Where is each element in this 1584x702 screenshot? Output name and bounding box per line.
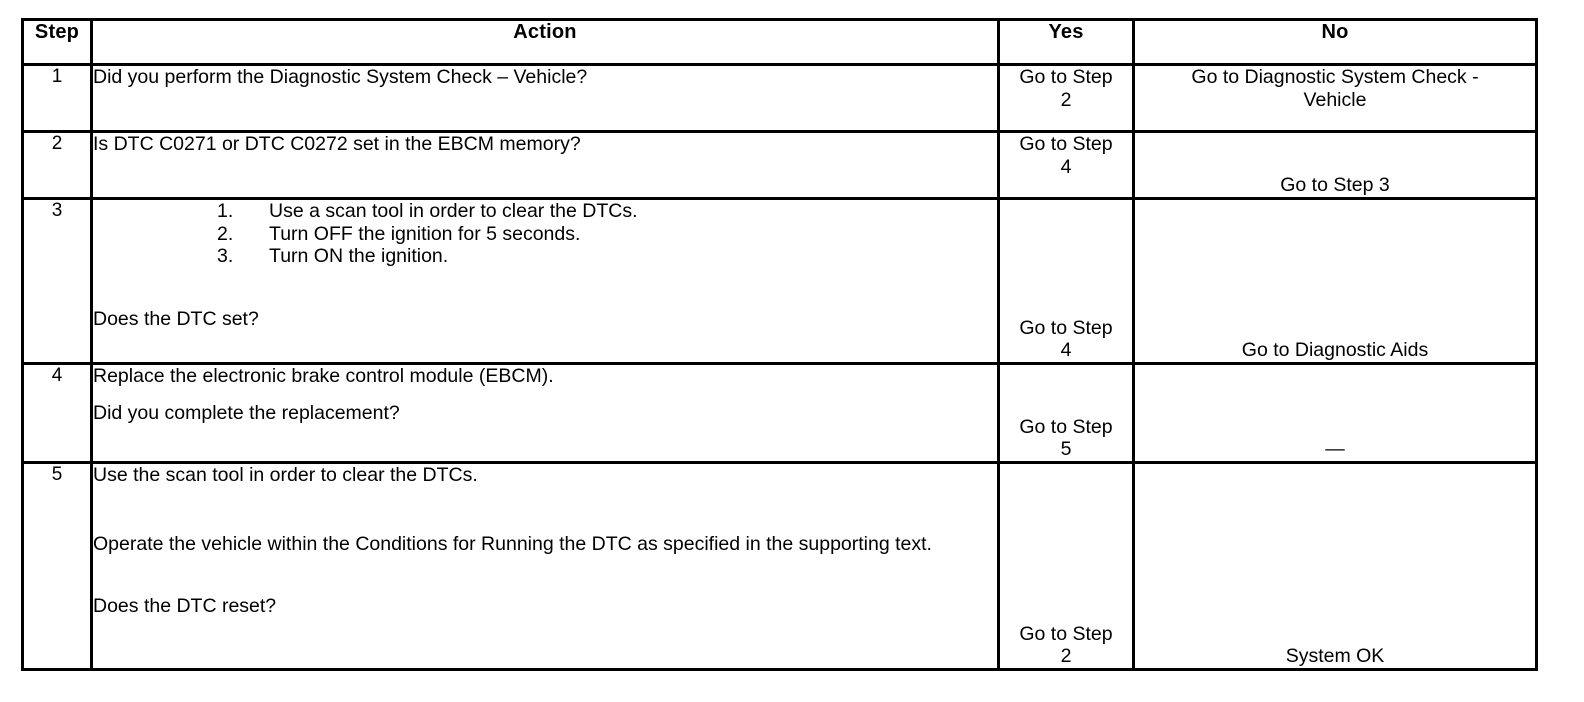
table-row: 4 Replace the electronic brake control m… bbox=[21, 362, 1538, 464]
no-cell-1: Go to Diagnostic System Check - Vehicle bbox=[1132, 63, 1538, 133]
no-text-line: Go to Diagnostic Aids bbox=[1241, 339, 1429, 362]
action-cell-5: Use the scan tool in order to clear the … bbox=[90, 461, 1000, 671]
no-text-line: — bbox=[1325, 438, 1345, 461]
yes-text-line: Go to Step bbox=[1019, 133, 1113, 155]
action-cell-1: Did you perform the Diagnostic System Ch… bbox=[90, 63, 1000, 133]
yes-text-line: 5 bbox=[1060, 438, 1072, 461]
yes-cell-3: Go to Step 4 bbox=[997, 197, 1135, 365]
yes-text-line: 4 bbox=[1060, 339, 1072, 362]
action-text: Replace the electronic brake control mod… bbox=[93, 365, 554, 387]
list-item-number: 3. bbox=[217, 245, 234, 268]
column-header-yes: Yes bbox=[997, 18, 1135, 66]
yes-text-line: 2 bbox=[1060, 88, 1072, 111]
step-number-1: 1 bbox=[21, 63, 93, 133]
table-row: 5 Use the scan tool in order to clear th… bbox=[21, 461, 1538, 671]
no-cell-3: Go to Diagnostic Aids bbox=[1132, 197, 1538, 365]
yes-text-line: 2 bbox=[1060, 645, 1072, 668]
action-spacer bbox=[93, 487, 997, 533]
list-item-text: Use a scan tool in order to clear the DT… bbox=[269, 200, 638, 222]
step-number-2: 2 bbox=[21, 130, 93, 200]
yes-text-line: 4 bbox=[1060, 155, 1072, 178]
action-cell-4: Replace the electronic brake control mod… bbox=[90, 362, 1000, 464]
yes-cell-1: Go to Step 2 bbox=[997, 63, 1135, 133]
diagnostic-procedure-table: Step Action Yes No 1 Did you perform the… bbox=[21, 18, 1538, 671]
list-item: 1. Use a scan tool in order to clear the… bbox=[93, 200, 997, 223]
yes-cell-5: Go to Step 2 bbox=[997, 461, 1135, 671]
action-spacer bbox=[93, 388, 997, 402]
yes-text-line: Go to Step bbox=[1019, 622, 1113, 645]
yes-cell-2: Go to Step 4 bbox=[997, 130, 1135, 200]
list-item-number: 2. bbox=[217, 222, 234, 245]
action-question: Does the DTC set? bbox=[93, 307, 259, 330]
yes-cell-4: Go to Step 5 bbox=[997, 362, 1135, 464]
action-text: Did you perform the Diagnostic System Ch… bbox=[93, 66, 588, 88]
action-spacer bbox=[93, 268, 997, 308]
list-item-number: 1. bbox=[217, 200, 234, 222]
list-item-text: Turn ON the ignition. bbox=[269, 245, 449, 268]
step-number-5: 5 bbox=[21, 461, 93, 671]
list-item: 2. Turn OFF the ignition for 5 seconds. bbox=[93, 223, 997, 246]
yes-text-line: Go to Step bbox=[1019, 415, 1113, 438]
column-header-step: Step bbox=[21, 18, 93, 66]
list-item-text: Turn OFF the ignition for 5 seconds. bbox=[269, 222, 581, 245]
action-cell-3: 1. Use a scan tool in order to clear the… bbox=[90, 197, 1000, 365]
no-text-line: Go to Step 3 bbox=[1280, 174, 1390, 197]
action-cell-2: Is DTC C0271 or DTC C0272 set in the EBC… bbox=[90, 130, 1000, 200]
action-ordered-list: 1. Use a scan tool in order to clear the… bbox=[93, 200, 997, 268]
action-spacer bbox=[93, 555, 997, 595]
no-text-line: Vehicle bbox=[1303, 88, 1367, 111]
action-text: Use the scan tool in order to clear the … bbox=[93, 464, 478, 486]
table-row: 1 Did you perform the Diagnostic System … bbox=[21, 63, 1538, 133]
step-number-4: 4 bbox=[21, 362, 93, 464]
list-item: 3. Turn ON the ignition. bbox=[93, 245, 997, 268]
table-header-row: Step Action Yes No bbox=[21, 18, 1538, 66]
no-text-line: System OK bbox=[1285, 645, 1385, 668]
column-header-no: No bbox=[1132, 18, 1538, 66]
table-row: 2 Is DTC C0271 or DTC C0272 set in the E… bbox=[21, 130, 1538, 200]
no-cell-4: — bbox=[1132, 362, 1538, 464]
step-number-3: 3 bbox=[21, 197, 93, 365]
column-header-action: Action bbox=[90, 18, 1000, 66]
action-question: Did you complete the replacement? bbox=[93, 401, 400, 424]
yes-text-line: Go to Step bbox=[1019, 66, 1113, 88]
no-cell-5: System OK bbox=[1132, 461, 1538, 671]
action-text: Is DTC C0271 or DTC C0272 set in the EBC… bbox=[93, 133, 581, 155]
no-cell-2: Go to Step 3 bbox=[1132, 130, 1538, 200]
table-row: 3 1. Use a scan tool in order to clear t… bbox=[21, 197, 1538, 365]
yes-text-line: Go to Step bbox=[1019, 316, 1113, 339]
action-question: Does the DTC reset? bbox=[93, 595, 277, 618]
no-text-line: Go to Diagnostic System Check - bbox=[1191, 66, 1479, 88]
action-text: Operate the vehicle within the Condition… bbox=[93, 532, 932, 555]
